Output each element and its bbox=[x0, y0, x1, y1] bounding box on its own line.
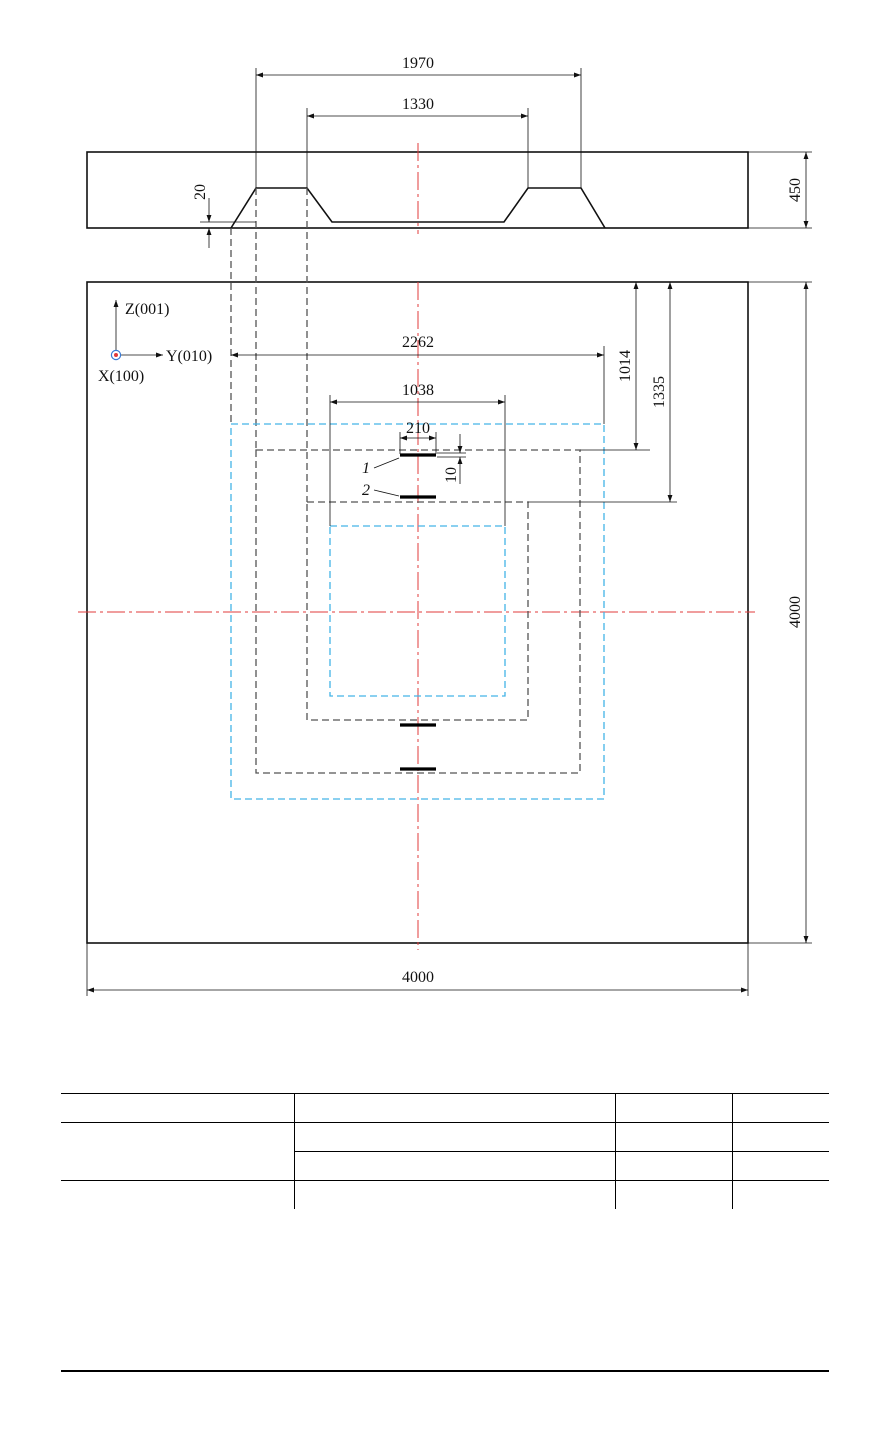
inner-blue-frame bbox=[329, 525, 506, 697]
table-cell bbox=[61, 1093, 295, 1123]
leader-2 bbox=[373, 489, 400, 497]
dim-210: 210 bbox=[399, 420, 437, 454]
x-axis-label: X(100) bbox=[98, 368, 144, 385]
dim-450-label: 450 bbox=[787, 178, 804, 202]
callout-2: 2 bbox=[362, 482, 370, 499]
table-cell bbox=[61, 1180, 295, 1209]
table-cell bbox=[615, 1122, 733, 1152]
z-axis-label: Z(001) bbox=[125, 301, 169, 318]
dim-20-label: 20 bbox=[192, 184, 209, 200]
table-cell bbox=[294, 1122, 616, 1152]
dim-2262: 2262 bbox=[231, 334, 605, 424]
table-row bbox=[61, 1180, 829, 1210]
dim-4000-vertical-label: 4000 bbox=[787, 596, 804, 628]
table-cell bbox=[732, 1181, 829, 1210]
dim-1970: 1970 bbox=[255, 55, 582, 188]
table-cell bbox=[732, 1093, 829, 1123]
footer-rule bbox=[61, 1370, 829, 1372]
table-row bbox=[61, 1093, 829, 1123]
dim-1335-label: 1335 bbox=[651, 376, 668, 408]
x-axis-dot bbox=[114, 353, 118, 357]
outer-black-frame bbox=[255, 449, 581, 774]
table-cell bbox=[61, 1122, 295, 1181]
dim-4000-horizontal-label: 4000 bbox=[402, 969, 434, 986]
dim-1970-label: 1970 bbox=[402, 55, 434, 72]
dim-1014-label: 1014 bbox=[617, 350, 634, 382]
side-view-recess-profile bbox=[230, 187, 606, 229]
dim-2262-label: 2262 bbox=[402, 334, 434, 351]
table-cell bbox=[732, 1122, 829, 1152]
dim-1014: 1014 bbox=[580, 282, 650, 451]
table-cell bbox=[732, 1151, 829, 1181]
table-cell bbox=[615, 1151, 733, 1181]
coordinate-axes: Z(001) Y(010) X(100) bbox=[98, 300, 212, 385]
table-cell bbox=[294, 1151, 616, 1181]
dim-1330: 1330 bbox=[306, 96, 529, 188]
dim-1038-label: 1038 bbox=[402, 382, 434, 399]
dim-4000-vertical: 4000 bbox=[748, 281, 812, 944]
dim-1330-label: 1330 bbox=[402, 96, 434, 113]
y-axis-label: Y(010) bbox=[166, 348, 212, 365]
dim-1335: 1335 bbox=[528, 282, 677, 503]
dim-10: 10 bbox=[437, 434, 466, 484]
projection-lines bbox=[230, 188, 308, 502]
dim-20: 20 bbox=[192, 184, 256, 248]
table-row bbox=[61, 1151, 829, 1181]
inner-black-frame bbox=[306, 501, 529, 721]
data-table bbox=[61, 1093, 829, 1209]
table-cell bbox=[615, 1180, 733, 1209]
table-cell bbox=[615, 1093, 733, 1123]
table-row bbox=[61, 1122, 829, 1181]
leader-1 bbox=[373, 457, 400, 469]
technical-drawing: 1 2 1970 1330 20 450 2262 1 bbox=[78, 55, 812, 996]
dim-4000-horizontal: 4000 bbox=[86, 943, 749, 996]
dim-1038: 1038 bbox=[329, 382, 506, 526]
table-cell bbox=[294, 1093, 616, 1123]
dim-10-label: 10 bbox=[443, 467, 460, 483]
dim-450: 450 bbox=[748, 151, 812, 229]
table-cell bbox=[294, 1180, 616, 1209]
dim-210-label: 210 bbox=[406, 420, 430, 437]
callout-1: 1 bbox=[362, 460, 370, 477]
